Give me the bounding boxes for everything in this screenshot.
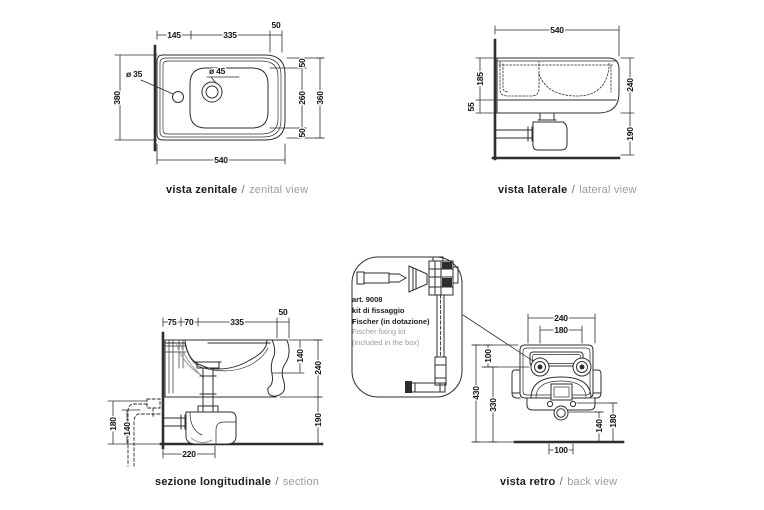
dim-label: 50 <box>278 307 288 317</box>
drain-hole-outer <box>201 81 223 103</box>
caption-zenital-view: vista zenitale / zenital view <box>166 184 308 196</box>
tap-hole <box>172 91 184 103</box>
dim-label: 140 <box>122 422 132 436</box>
dim-label: 140 <box>594 419 604 433</box>
caption-english: back view <box>567 476 618 488</box>
dim-label: 180 <box>608 414 618 428</box>
fixing-kit-text: art. 9008 kit di fissaggio Fischer (in d… <box>352 295 456 349</box>
caption-italian: vista zenitale <box>166 184 238 196</box>
drain-hole-inner <box>205 85 219 99</box>
dim-label: 55 <box>466 102 476 112</box>
dim-label: 330 <box>488 398 498 412</box>
caption-italian: vista retro <box>500 476 556 488</box>
caption-separator: / <box>559 476 563 488</box>
dim-label: 190 <box>313 413 323 427</box>
section-dimensions: 75 70 335 50 180 140 140 240 190 220 <box>107 306 325 461</box>
dim-label: 185 <box>475 72 485 86</box>
fixing-hole-right <box>572 357 592 377</box>
kit-title-en: Fischer fixing kit <box>352 327 406 337</box>
lateral-bidet-outline <box>491 38 621 161</box>
dim-label: 260 <box>297 91 307 105</box>
caption-english: section <box>282 476 320 488</box>
section-view-drawing: 75 70 335 50 180 140 140 240 190 220 <box>107 306 325 467</box>
dim-label: 140 <box>295 349 305 363</box>
fixing-hole-left <box>530 357 550 377</box>
lateral-siphon <box>494 112 568 151</box>
kit-leader-line <box>462 314 534 362</box>
section-bidet-outline <box>127 331 324 467</box>
dim-label: 50 <box>271 20 281 30</box>
caption-separator: / <box>241 184 245 196</box>
section-siphon <box>162 411 237 445</box>
fixing-kit-anchor <box>405 256 459 393</box>
dim-label: 100 <box>483 349 493 363</box>
dim-label: 180 <box>554 325 568 335</box>
kit-title-it: kit di fissaggio <box>352 305 405 315</box>
lateral-dimensions: 540 185 55 240 190 <box>465 24 636 156</box>
back-dimensions: 240 180 100 430 330 140 180 100 <box>470 312 620 457</box>
dim-label: 50 <box>297 58 307 68</box>
dim-label: ø 45 <box>209 66 226 76</box>
fixing-kit-box <box>351 256 463 398</box>
caption-italian: sezione longitudinale <box>155 476 272 488</box>
caption-back-view: vista retro / back view <box>500 476 617 488</box>
dim-label: 335 <box>223 30 237 40</box>
caption-italian: vista laterale <box>498 184 568 196</box>
dim-label: 240 <box>554 313 568 323</box>
dim-label: 335 <box>230 317 244 327</box>
dim-label: 430 <box>471 386 481 400</box>
dim-label: 190 <box>625 127 635 141</box>
fixing-kit-screw <box>356 271 408 285</box>
kit-brand-it: Fischer (in dotazione) <box>352 316 430 326</box>
dim-label: 240 <box>625 78 635 92</box>
dim-label: 180 <box>108 417 118 431</box>
zenital-dimensions: ø 35 ø 45 145 335 50 380 50 260 50 360 5… <box>111 19 327 167</box>
dim-label: 240 <box>313 361 323 375</box>
dim-label: 75 <box>167 317 177 327</box>
dim-label: 145 <box>167 30 181 40</box>
lateral-view-drawing: 540 185 55 240 190 <box>465 24 636 161</box>
caption-lateral-view: vista laterale / lateral view <box>498 184 637 196</box>
kit-note-en: (included in the box) <box>352 338 420 348</box>
dim-label: 380 <box>112 91 122 105</box>
dim-label: 360 <box>315 91 325 105</box>
dim-label: 540 <box>214 155 228 165</box>
caption-separator: / <box>571 184 575 196</box>
dim-label: 540 <box>550 25 564 35</box>
kit-art-number: art. 9008 <box>352 295 383 304</box>
dim-label: 50 <box>297 128 307 138</box>
section-wall-pipe-dashed <box>127 398 161 467</box>
caption-english: lateral view <box>579 184 637 196</box>
dim-label: 220 <box>182 449 196 459</box>
caption-section-view: sezione longitudinale / section <box>155 476 319 488</box>
caption-english: zenital view <box>249 184 309 196</box>
zenital-view-drawing: ø 35 ø 45 145 335 50 380 50 260 50 360 5… <box>111 19 327 167</box>
back-bidet-outline <box>511 344 625 444</box>
back-drain-box <box>550 383 573 401</box>
back-outlet-hole <box>553 405 569 421</box>
caption-separator: / <box>275 476 279 488</box>
section-drain-assembly <box>194 361 222 413</box>
dim-label: 100 <box>554 445 568 455</box>
fixing-kit-drawing <box>351 256 463 398</box>
dim-label: ø 35 <box>126 69 143 79</box>
dim-label: 70 <box>184 317 194 327</box>
back-view-drawing: 240 180 100 430 330 140 180 100 <box>470 312 625 457</box>
